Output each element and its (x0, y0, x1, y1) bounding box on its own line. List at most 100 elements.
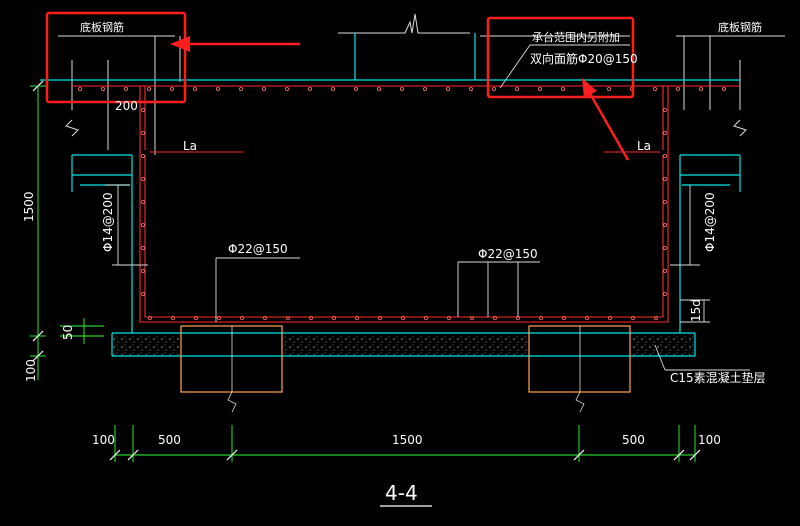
rebar-dot (491, 87, 496, 92)
label-la-right: La (637, 139, 651, 153)
rebar-dot (422, 87, 427, 92)
rebar-dot (663, 291, 668, 296)
rebar-dot (399, 87, 404, 92)
rebar-dot (285, 315, 290, 320)
rebar-dot (663, 222, 668, 227)
rebar-dot (377, 315, 382, 320)
rebar-dot (193, 315, 198, 320)
rebar-dot (608, 315, 613, 320)
rebar-dot (169, 87, 174, 92)
rebar-dot (140, 153, 145, 158)
rebar-dot (354, 315, 359, 320)
rebar-dot (146, 87, 151, 92)
rebar-dot (140, 222, 145, 227)
highlight-box-right (486, 16, 635, 99)
bottom-dim-4: 500 (622, 433, 645, 447)
rebar-dot (215, 87, 220, 92)
rebar-dot (140, 291, 145, 296)
dim-200: 200 (115, 99, 138, 113)
rebar-side-left: Φ14@200 (101, 192, 115, 252)
rebar-dot (654, 315, 659, 320)
rebar-dot (140, 245, 145, 250)
rebar-dot (239, 315, 244, 320)
rebar-dot (585, 315, 590, 320)
rebar-dot (446, 315, 451, 320)
rebar-dot (331, 315, 336, 320)
rebar-cage (72, 85, 740, 323)
bottom-dim-2: 500 (158, 433, 181, 447)
arrow-right (586, 89, 630, 161)
rebar-dot (607, 87, 612, 92)
dim-100-vertical: 100 (24, 359, 38, 382)
annotation-highlights (45, 11, 635, 161)
rebar-dot (539, 315, 544, 320)
rebar-dot (538, 87, 543, 92)
rebar-dot (562, 315, 567, 320)
rebar-dot (147, 315, 152, 320)
piles (180, 325, 631, 413)
label-la-left: La (183, 139, 197, 153)
dim-15d: 15d (689, 299, 703, 322)
rebar-dot (445, 87, 450, 92)
rebar-dot (261, 87, 266, 92)
rebar-dot (140, 108, 145, 113)
rebar-dot (376, 87, 381, 92)
rebar-dot (400, 315, 405, 320)
label-concrete-cushion: C15素混凝土垫层 (670, 370, 766, 385)
bottom-dim-1: 100 (92, 433, 115, 447)
dimension-lines (30, 85, 696, 462)
rebar-dot (192, 87, 197, 92)
leader-lines (105, 44, 750, 371)
rebar-dot (663, 108, 668, 113)
rebar-dot (663, 245, 668, 250)
rebar-dot (101, 87, 106, 92)
rebar-dot (492, 315, 497, 320)
rebar-dot (262, 315, 267, 320)
rebar-dot (140, 176, 145, 181)
rebar-dot (170, 315, 175, 320)
rebar-dot (238, 87, 243, 92)
rebar-dot (216, 315, 221, 320)
rebar-dot (330, 87, 335, 92)
rebar-dots (78, 87, 727, 320)
dim-50: 50 (61, 325, 75, 340)
note-line-1: 承台范围内另附加 (532, 30, 620, 44)
rebar-dot (78, 87, 83, 92)
highlight-box-left (45, 11, 187, 104)
rebar-dot (663, 199, 668, 204)
rebar-dot (308, 315, 313, 320)
rebar-dot (468, 87, 473, 92)
label-bottom-rebar-left: 底板钢筋 (80, 20, 124, 34)
bottom-dim-3: 1500 (392, 433, 423, 447)
section-title: 4-4 (385, 481, 418, 505)
rebar-dot (561, 87, 566, 92)
ground-line (58, 13, 785, 155)
structure-outline (40, 33, 741, 357)
arrow-right-head (582, 78, 597, 98)
rebar-dot (663, 130, 668, 135)
rebar-dot (653, 87, 658, 92)
rebar-side-right: Φ14@200 (703, 192, 717, 252)
rebar-dot (722, 87, 727, 92)
rebar-dot (140, 199, 145, 204)
rebar-bottom-right: Φ22@150 (478, 247, 538, 261)
rebar-dot (663, 176, 668, 181)
rebar-dot (676, 87, 681, 92)
dimension-ticks (32, 80, 701, 461)
concrete-cushion (113, 336, 694, 355)
rebar-dot (124, 87, 129, 92)
rebar-dot (663, 268, 668, 273)
rebar-dot (631, 315, 636, 320)
arrow-left-head (170, 36, 190, 52)
rebar-dot (423, 315, 428, 320)
rebar-dot (140, 268, 145, 273)
rebar-dot (284, 87, 289, 92)
rebar-dot (515, 87, 520, 92)
bottom-dim-5: 100 (698, 433, 721, 447)
rebar-bottom-left: Φ22@150 (228, 242, 288, 256)
rebar-dot (699, 87, 704, 92)
rebar-dot (353, 87, 358, 92)
rebar-dot (663, 153, 668, 158)
rebar-dot (469, 315, 474, 320)
